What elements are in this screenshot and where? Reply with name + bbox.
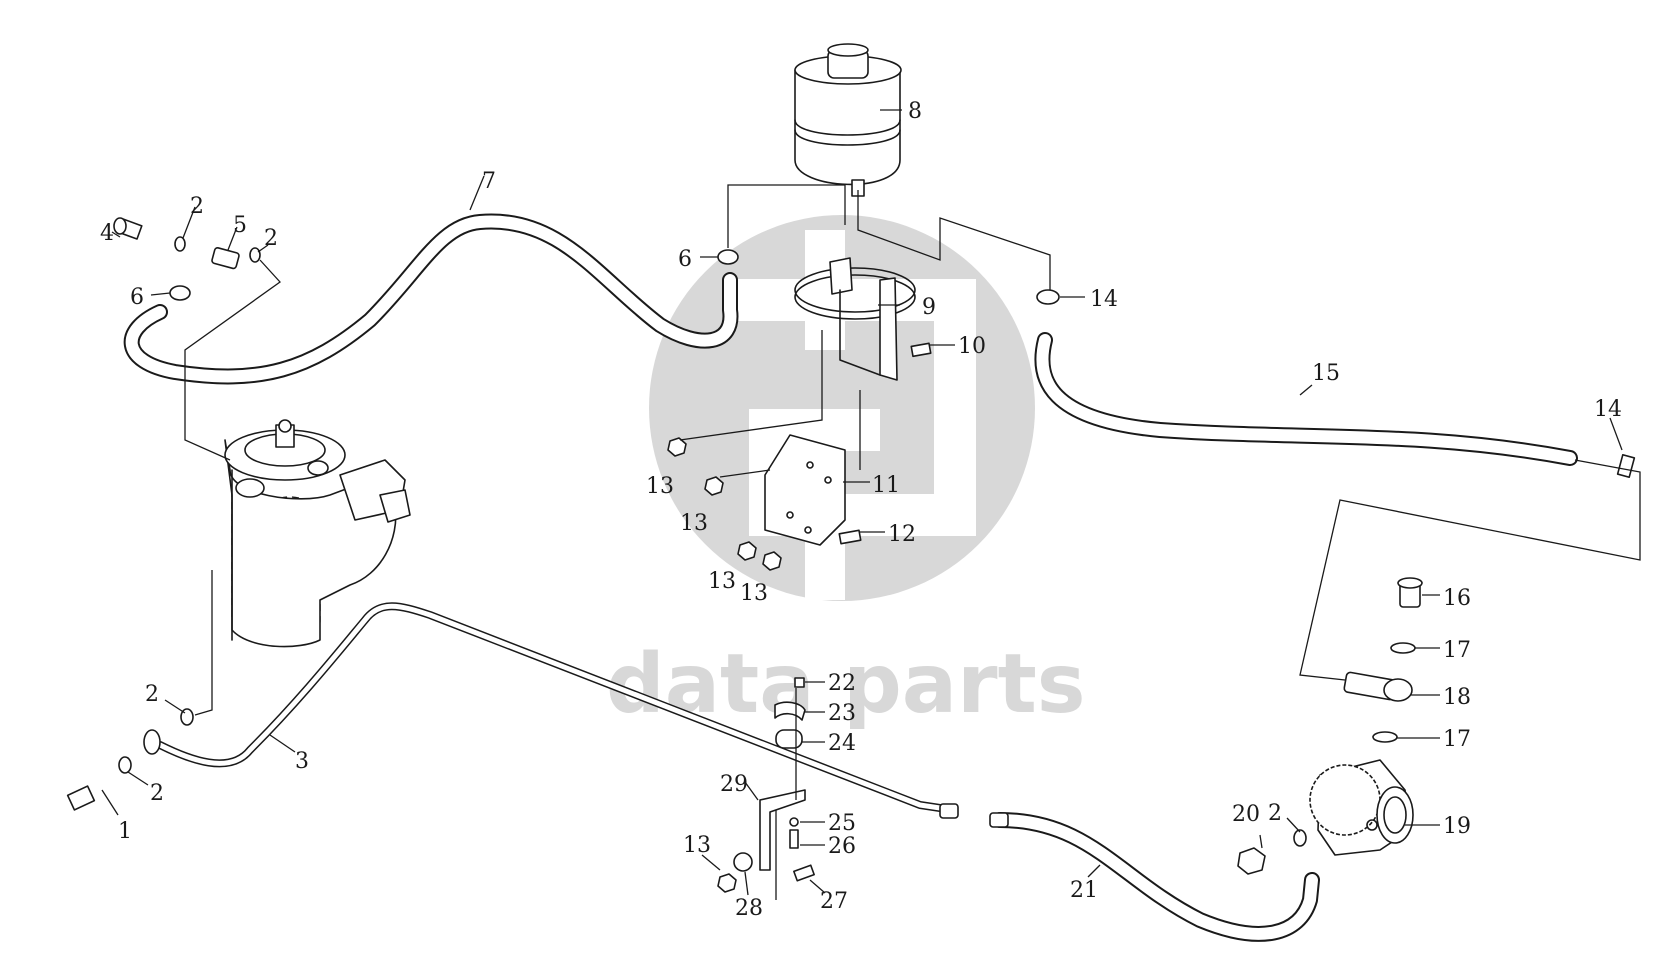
callout-13: 13 — [740, 581, 768, 606]
callout-18: 18 — [1443, 685, 1471, 710]
callout-22: 22 — [828, 671, 856, 696]
callout-17: 17 — [1443, 638, 1471, 663]
callout-15: 15 — [1312, 361, 1340, 386]
callout-17: 17 — [1443, 727, 1471, 752]
callout-24: 24 — [828, 731, 856, 756]
callout-2: 2 — [190, 194, 204, 219]
callout-13: 13 — [680, 511, 708, 536]
fittings — [66, 217, 1636, 893]
connection-lines — [184, 184, 1641, 900]
callout-23: 23 — [828, 701, 856, 726]
callout-14: 14 — [1594, 397, 1622, 422]
callout-28: 28 — [735, 896, 763, 921]
callout-19: 19 — [1443, 814, 1471, 839]
callout-10: 10 — [958, 334, 986, 359]
callout-2: 2 — [1268, 801, 1282, 826]
callout-8: 8 — [908, 99, 922, 124]
callout-13: 13 — [708, 569, 736, 594]
callout-2: 2 — [145, 682, 159, 707]
callout-leaders — [101, 109, 1623, 896]
callout-25: 25 — [828, 811, 856, 836]
callout-labels: 1 2 2 2 2 2 3 4 5 6 6 7 8 9 10 11 12 13 … — [100, 99, 1622, 921]
hose-21 — [992, 812, 1320, 942]
callout-26: 26 — [828, 834, 856, 859]
hose-7 — [123, 213, 739, 385]
pipe-3 — [156, 602, 944, 812]
callout-27: 27 — [820, 889, 848, 914]
mounting-plate-11 — [764, 434, 846, 546]
callout-2: 2 — [264, 226, 278, 251]
callout-4: 4 — [100, 221, 114, 246]
steering-pump — [1309, 759, 1414, 856]
callout-13: 13 — [683, 833, 711, 858]
oil-reservoir — [794, 43, 902, 197]
callout-9: 9 — [922, 295, 936, 320]
callout-13: 13 — [646, 474, 674, 499]
callout-5: 5 — [233, 213, 247, 238]
reservoir-bracket — [794, 257, 916, 381]
callout-2: 2 — [150, 781, 164, 806]
callout-14: 14 — [1090, 287, 1118, 312]
steering-gear — [224, 419, 411, 648]
callout-6: 6 — [678, 247, 692, 272]
hose-15 — [1034, 332, 1578, 466]
callout-7: 7 — [482, 169, 496, 194]
callout-29: 29 — [720, 772, 748, 797]
callout-1: 1 — [118, 819, 132, 844]
callout-12: 12 — [888, 522, 916, 547]
callout-21: 21 — [1070, 878, 1098, 903]
callout-6: 6 — [130, 285, 144, 310]
callout-3: 3 — [295, 749, 309, 774]
callout-11: 11 — [872, 473, 900, 498]
callout-16: 16 — [1443, 586, 1471, 611]
callout-20: 20 — [1232, 802, 1260, 827]
